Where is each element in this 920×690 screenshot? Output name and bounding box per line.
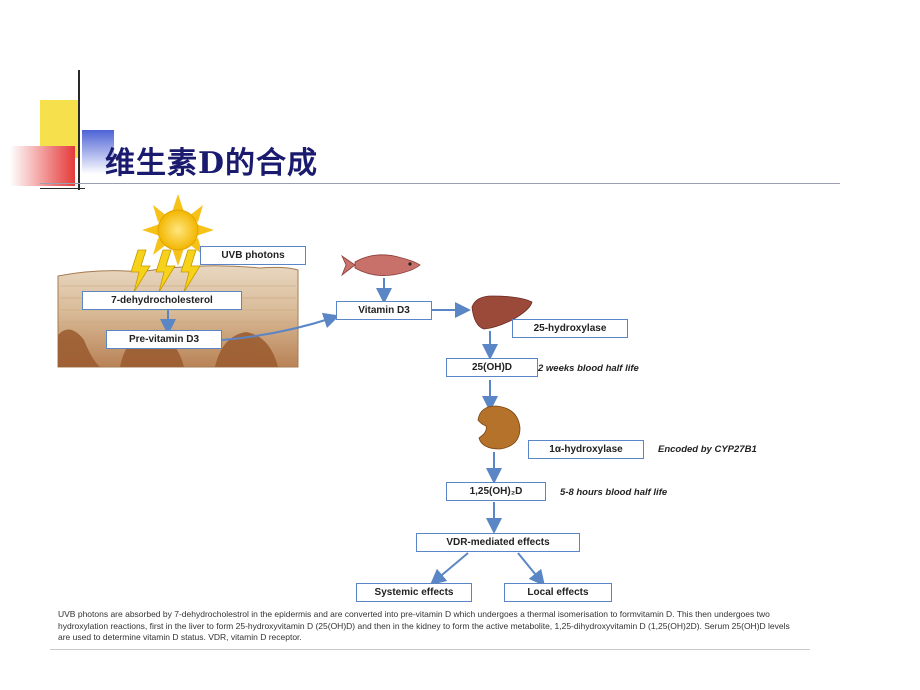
oh25d-box: 25(OH)D — [446, 358, 538, 377]
figure-caption: UVB photons are absorbed by 7-dehydrocho… — [58, 609, 790, 642]
sun-icon — [142, 194, 214, 266]
previtamin-d3-box: Pre-vitamin D3 — [106, 330, 222, 349]
fish-icon — [341, 254, 421, 277]
arrow-previtamin-d3 — [221, 312, 340, 341]
lightning-icon — [130, 249, 201, 293]
kidney-icon — [477, 405, 521, 450]
title-deco-red — [10, 146, 75, 186]
flow-arrows — [160, 278, 546, 587]
uvb-photons-box: UVB photons — [200, 246, 306, 265]
dehydrocholesterol-box: 7-dehydrocholesterol — [82, 291, 242, 310]
half-life-note-1: 2 weeks blood half life — [538, 363, 639, 374]
title-deco-vline — [78, 70, 80, 190]
arrow-vdr-local — [517, 552, 546, 587]
arrow-vdr-systemic — [429, 552, 469, 586]
title-underline-accent — [40, 188, 85, 189]
hydroxylase25-box: 25-hydroxylase — [512, 319, 628, 338]
diagram-graphics — [57, 194, 546, 587]
systemic-effects-box: Systemic effects — [356, 583, 472, 602]
title-underline — [40, 183, 840, 184]
title-deco-blue — [82, 130, 114, 174]
page-title: 维生素D的合成 — [105, 146, 319, 181]
vitamin-d3-box: Vitamin D3 — [336, 301, 432, 320]
vdr-effects-box: VDR-mediated effects — [416, 533, 580, 552]
skin-illustration — [57, 265, 299, 368]
half-life-note-2: 5-8 hours blood half life — [560, 487, 668, 498]
liver-icon — [471, 295, 533, 330]
synthesis-diagram: UVB photons 7-dehydrocholesterol Pre-vit… — [50, 190, 810, 650]
local-effects-box: Local effects — [504, 583, 612, 602]
oh125d-box: 1,25(OH)₂D — [446, 482, 546, 501]
caption-rule — [50, 649, 810, 650]
encoded-note: Encoded by CYP27B1 — [658, 444, 757, 455]
hydroxylase1a-box: 1α-hydroxylase — [528, 440, 644, 459]
